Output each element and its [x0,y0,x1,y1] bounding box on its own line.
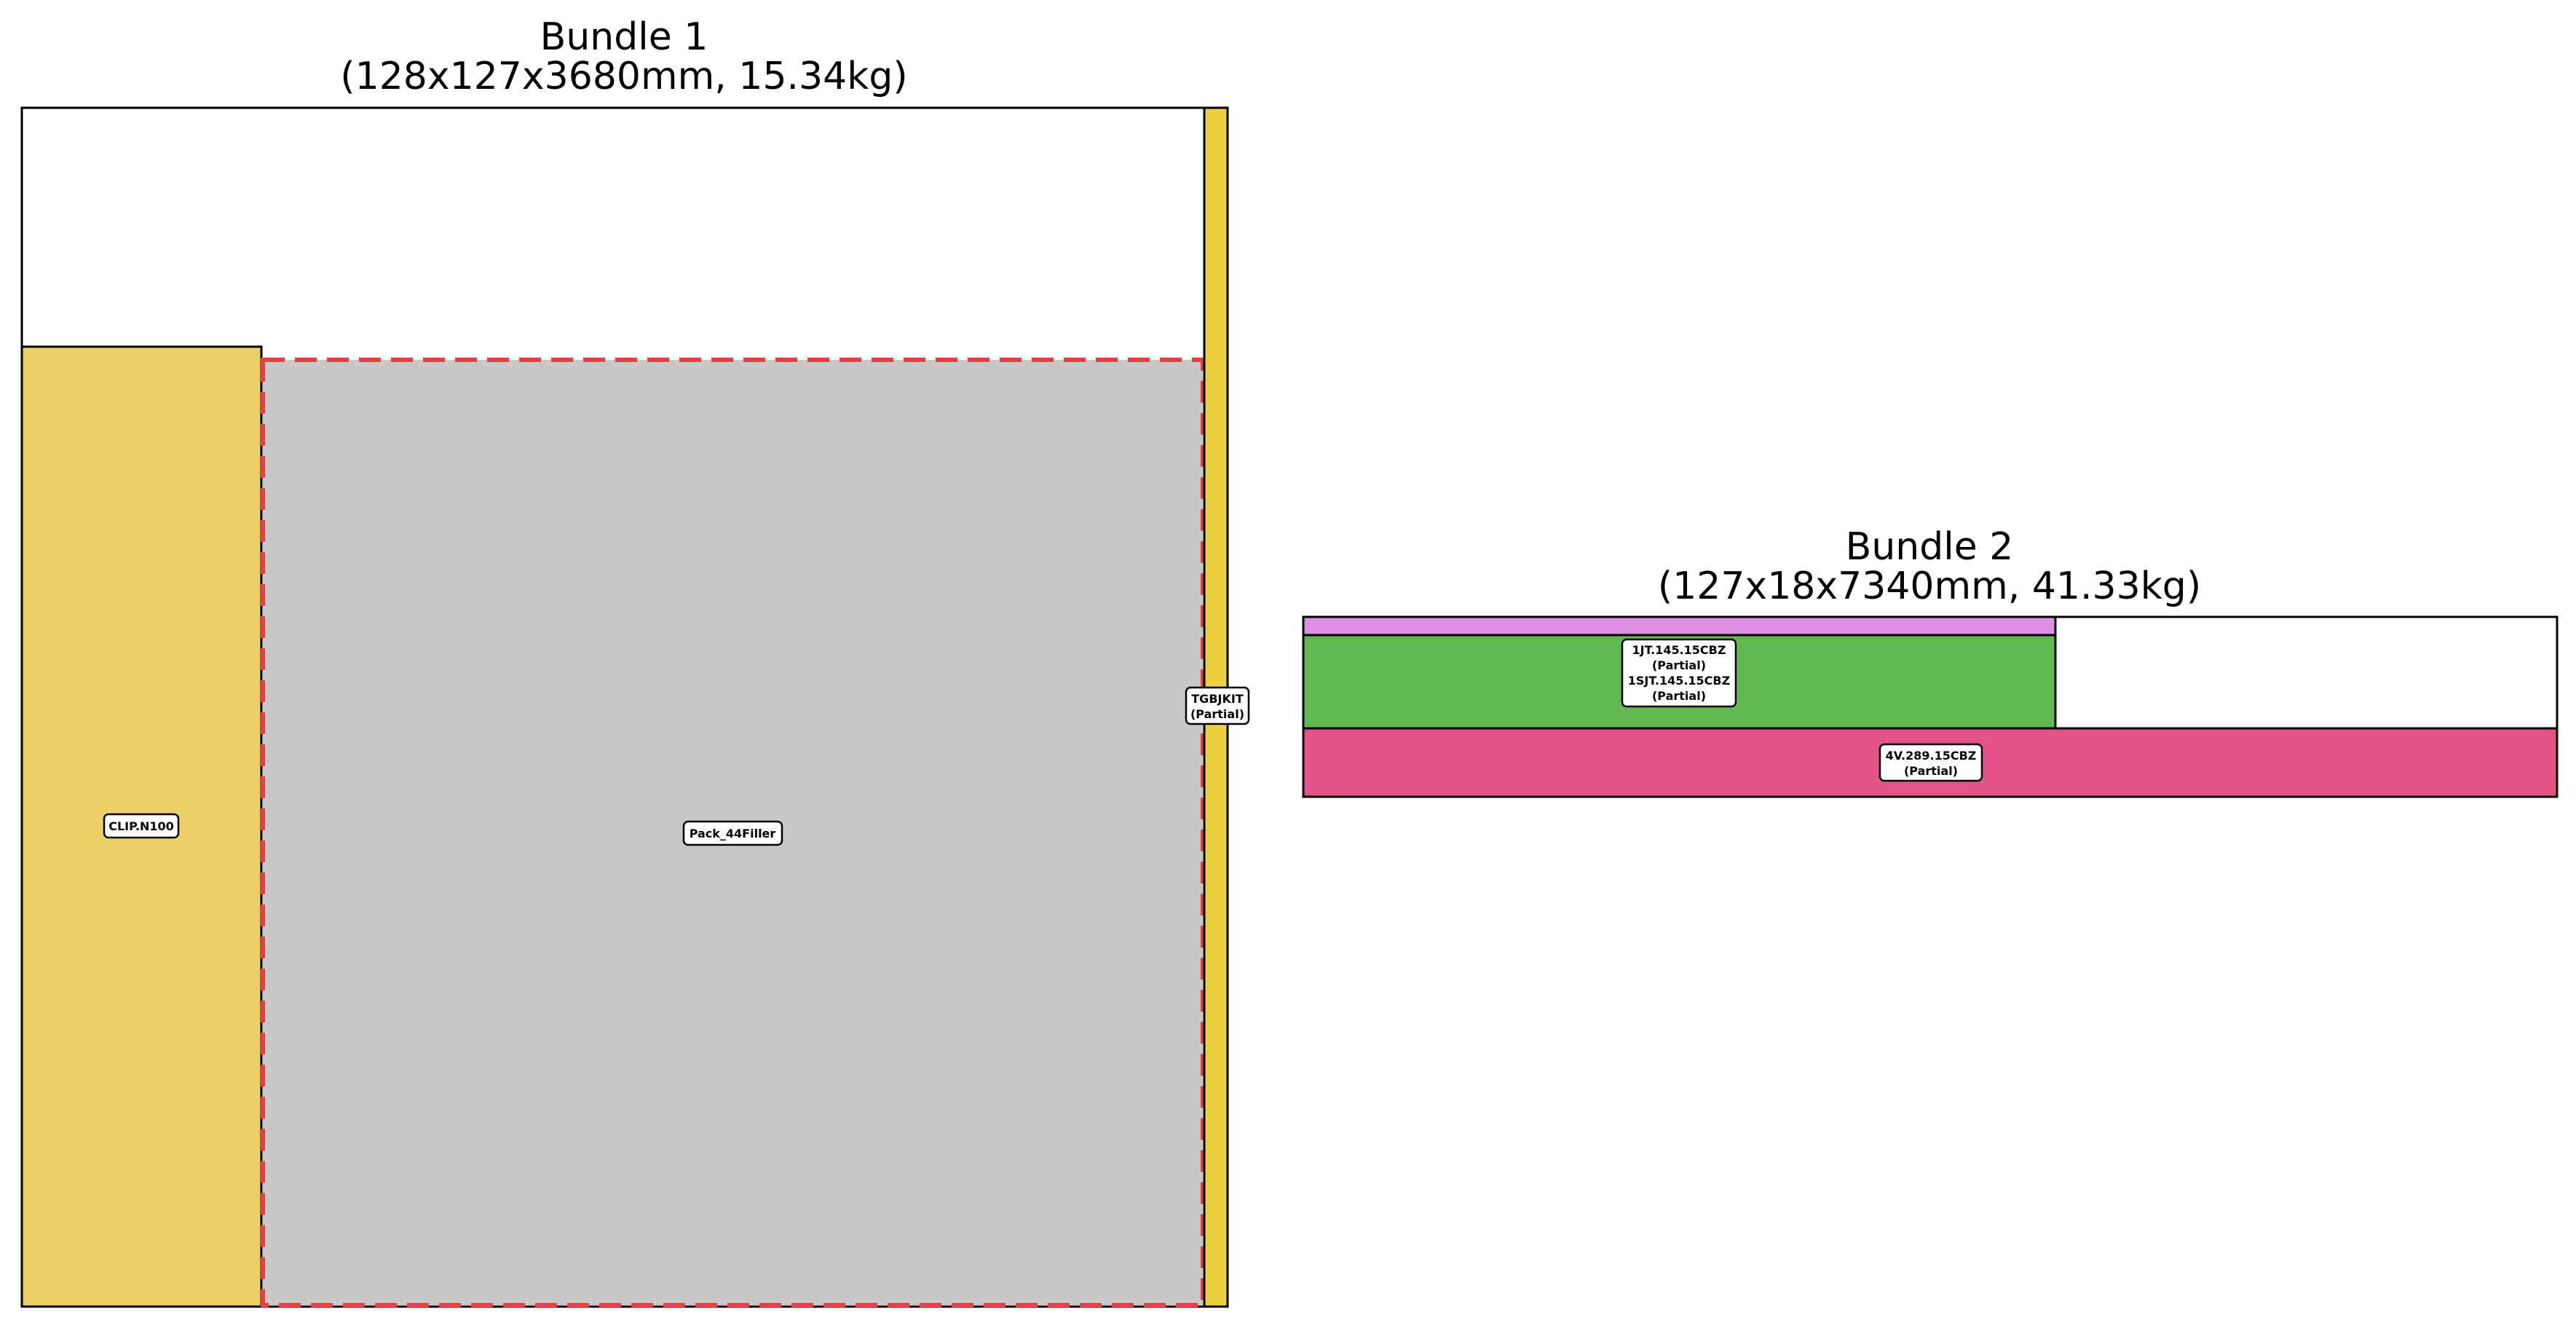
label-text: CLIP.N100 [108,819,174,833]
label-box [1621,638,1737,708]
label-text: (Partial) [1652,689,1706,703]
item-purple-strip [1302,615,2057,637]
label-text: (Partial) [1904,764,1958,778]
label-text: (Partial) [1652,658,1706,672]
label-4v-289: 4V.289.15CBZ (Partial) [1878,743,1983,782]
label-text: 1JT.145.15CBZ [1632,643,1726,657]
label-text: (Partial) [1190,707,1244,721]
label-1jt-1sjt: 1JT.145.15CBZ (Partial) 1SJT.145.15CBZ (… [1621,638,1737,708]
label-box [1185,686,1250,725]
label-text: Pack_44Filler [690,827,776,840]
label-box [103,813,180,839]
bundle-1-title: Bundle 1 [540,15,708,59]
bundle-1-subtitle: (128x127x3680mm, 15.34kg) [340,55,907,98]
label-text: 1SJT.145.15CBZ [1628,674,1730,688]
bundle-1-panel: Bundle 1 (128x127x3680mm, 15.34kg) CLIP.… [20,15,1250,1308]
bundle-2-panel: Bundle 2 (127x18x7340mm, 41.33kg) 1JT.14… [1302,525,2559,798]
bundle-2-subtitle: (127x18x7340mm, 41.33kg) [1658,564,2201,608]
label-tgbjkit: TGBJKIT (Partial) [1185,686,1250,725]
label-clip-n100: CLIP.N100 [103,813,180,839]
label-text: TGBJKIT [1191,692,1244,706]
label-box [1878,743,1983,782]
label-pack-44-filler: Pack_44Filler [682,820,783,846]
label-box [682,820,783,846]
label-text: 4V.289.15CBZ [1886,749,1977,763]
bundle-2-title: Bundle 2 [1846,525,2014,569]
